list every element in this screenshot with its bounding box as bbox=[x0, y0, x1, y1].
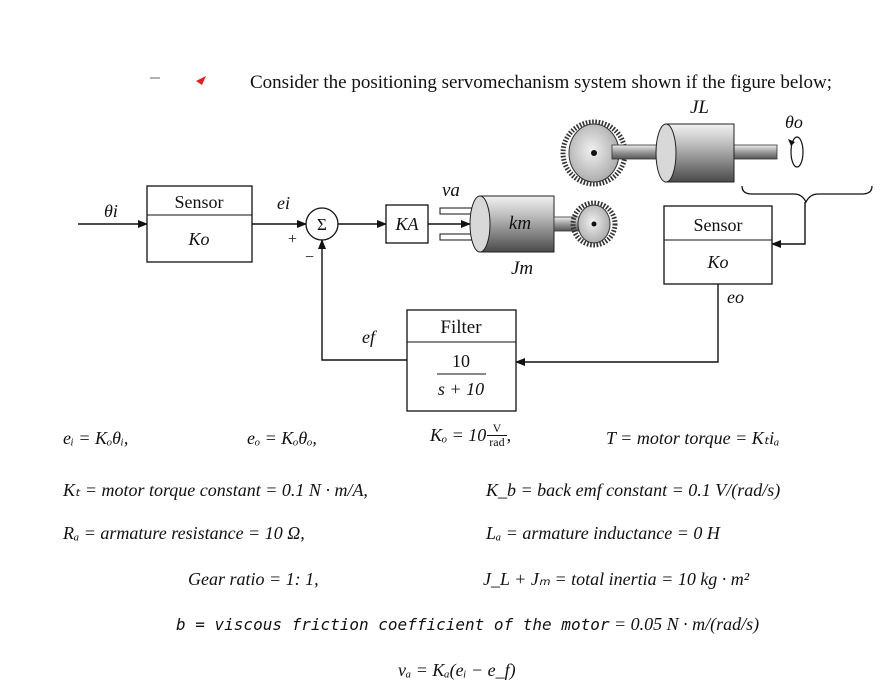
output-sensor-block bbox=[663, 205, 773, 285]
eo-label: eo bbox=[727, 287, 744, 307]
amplifier-gain: KA bbox=[394, 214, 419, 234]
eq-b-suffix: = 0.05 N · m/(rad/s) bbox=[609, 614, 760, 634]
gear-lower-hub bbox=[591, 221, 597, 227]
load-inertia-label: JL bbox=[690, 97, 709, 118]
motor-body bbox=[479, 195, 555, 253]
plus-sign: + bbox=[288, 231, 297, 248]
eq-ra: Rₐ = armature resistance = 10 Ω, bbox=[63, 523, 305, 543]
stray-arrow-mark bbox=[196, 76, 206, 85]
eq-la: Lₐ = armature inductance = 0 H bbox=[486, 523, 720, 543]
motor-inertia-label: Jm bbox=[511, 258, 533, 279]
input-sensor-label: Sensor bbox=[175, 192, 224, 212]
eq-b: b = viscous friction coefficient of the … bbox=[176, 614, 759, 635]
rotation-arrow bbox=[788, 139, 795, 146]
minus-sign: − bbox=[305, 249, 314, 266]
shaft-to-sensor-line bbox=[771, 202, 806, 248]
eq-inertia: J_L + Jₘ = total inertia = 10 kg · m² bbox=[483, 569, 750, 589]
theta-i-label: θi bbox=[104, 201, 118, 221]
eq-b-prefix: b = viscous friction coefficient of the … bbox=[176, 615, 610, 634]
eq-ko-numerator: V bbox=[487, 422, 507, 436]
intro-text: Consider the positioning servomechanism … bbox=[250, 72, 833, 93]
ef-label: ef bbox=[362, 327, 378, 347]
theta-o-label: θo bbox=[785, 112, 803, 132]
filter-block bbox=[406, 309, 517, 412]
motor-end-cap bbox=[469, 195, 491, 253]
rotation-indicator bbox=[790, 136, 804, 168]
motor-constant: km bbox=[509, 213, 531, 234]
input-sensor-block bbox=[146, 185, 253, 263]
ei-label: ei bbox=[277, 193, 290, 213]
summing-symbol: Σ bbox=[317, 215, 327, 234]
eq-ko-prefix: Kₒ = 10 bbox=[430, 425, 487, 445]
filter-numerator: 10 bbox=[452, 351, 470, 371]
gear-upper-hub bbox=[591, 150, 597, 156]
va-label: va bbox=[442, 180, 460, 201]
eq-ei: eᵢ = Kₒθᵢ, bbox=[63, 428, 129, 448]
output-brace bbox=[741, 185, 873, 204]
eq-torque: T = motor torque = Kₜiₐ bbox=[606, 428, 780, 448]
eq-ko-suffix: , bbox=[506, 425, 512, 445]
load-inertia-body bbox=[665, 123, 735, 183]
load-inertia-cap bbox=[655, 123, 677, 183]
eq-eo: eₒ = Kₒθₒ, bbox=[247, 428, 317, 448]
eq-gear: Gear ratio = 1: 1, bbox=[188, 569, 319, 589]
eq-kt: Kₜ = motor torque constant = 0.1 N · m/A… bbox=[63, 480, 368, 500]
filter-denominator: s + 10 bbox=[438, 379, 484, 399]
eq-va: vₐ = Kₐ(eᵢ − e_f) bbox=[398, 660, 516, 680]
eq-kb: K_b = back emf constant = 0.1 V/(rad/s) bbox=[486, 480, 781, 500]
input-sensor-gain: Ko bbox=[187, 229, 209, 249]
eo-to-filter-line bbox=[515, 284, 719, 366]
output-sensor-label: Sensor bbox=[694, 215, 743, 235]
filter-label: Filter bbox=[440, 317, 482, 338]
output-sensor-gain: Ko bbox=[706, 252, 728, 272]
gear-lower-teeth bbox=[570, 200, 618, 248]
eq-ko-denominator: rad bbox=[489, 435, 505, 449]
servomechanism-diagram: θi Sensor Ko ei + − Σ KA va km Jm bbox=[78, 76, 873, 412]
ef-feedback-line bbox=[318, 239, 407, 361]
